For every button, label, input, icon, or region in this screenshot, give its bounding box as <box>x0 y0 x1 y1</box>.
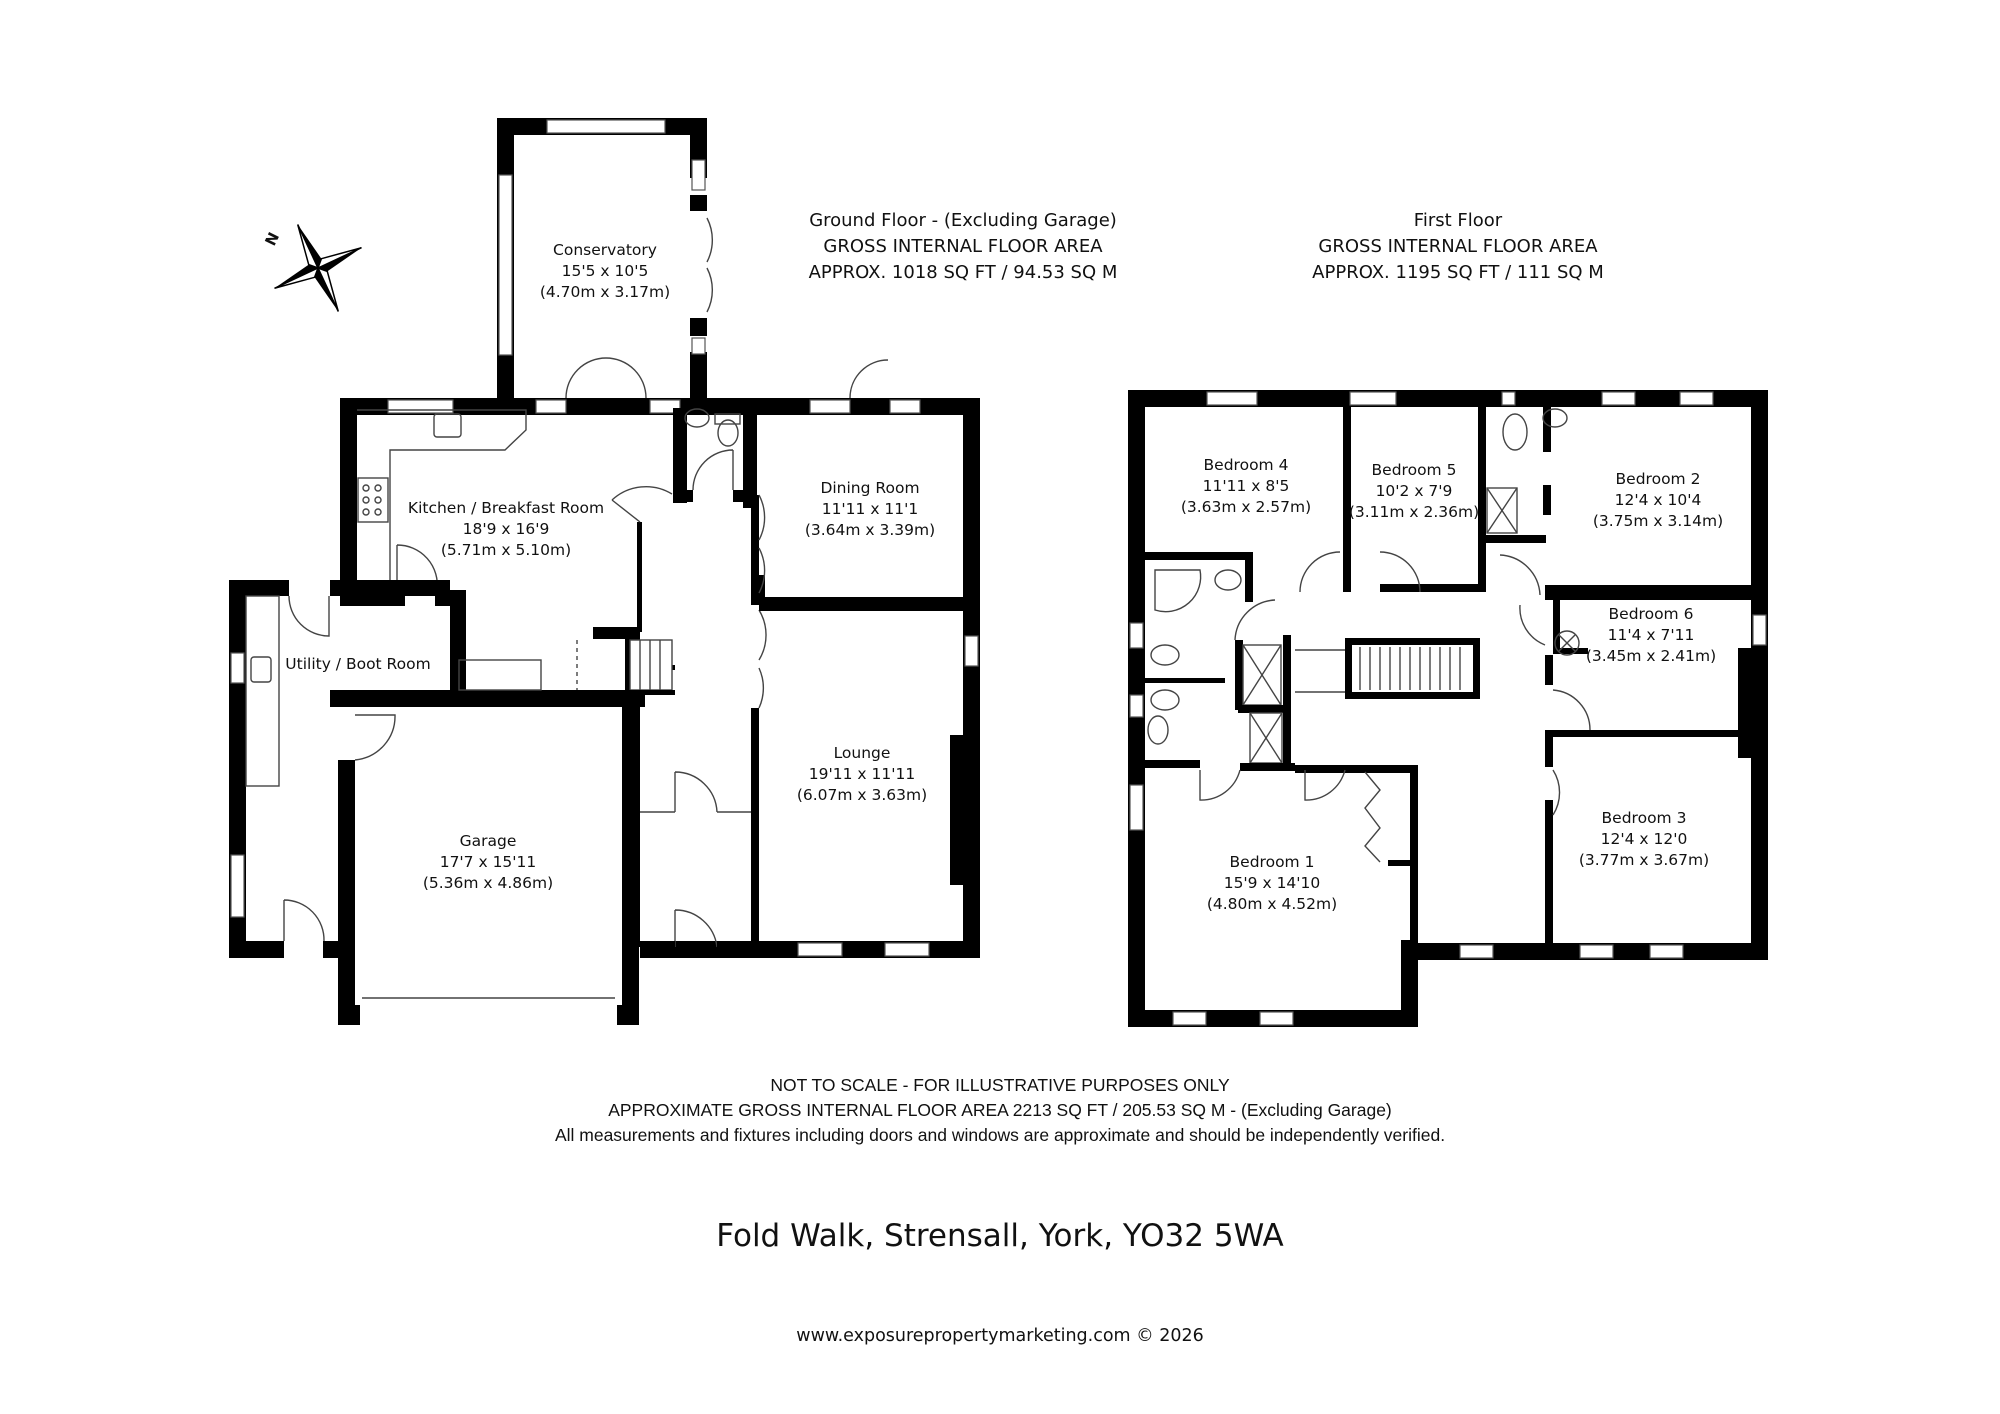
room-name: Garage <box>459 832 517 850</box>
room-garage: Garage 17'7 x 15'11 (5.36m x 4.86m) <box>423 831 553 894</box>
first-floor-area: APPROX. 1195 SQ FT / 111 SQ M <box>1312 262 1604 283</box>
room-size-imperial: 11'11 x 11'1 <box>821 500 919 518</box>
room-bedroom-5: Bedroom 5 10'2 x 7'9 (3.11m x 2.36m) <box>1349 460 1479 523</box>
room-utility-boot: Utility / Boot Room <box>285 654 430 675</box>
room-size-imperial: 11'11 x 8'5 <box>1202 477 1290 495</box>
room-name: Bedroom 3 <box>1601 809 1687 827</box>
room-size-imperial: 12'4 x 12'0 <box>1600 830 1688 848</box>
room-name: Conservatory <box>553 241 657 259</box>
room-size-metric: (3.11m x 2.36m) <box>1348 503 1480 521</box>
room-size-metric: (6.07m x 3.63m) <box>796 786 928 804</box>
first-floor-plan <box>1128 390 1768 1027</box>
room-kitchen-breakfast: Kitchen / Breakfast Room 18'9 x 16'9 (5.… <box>408 498 604 561</box>
room-bedroom-6: Bedroom 6 11'4 x 7'11 (3.45m x 2.41m) <box>1586 604 1716 667</box>
room-bedroom-3: Bedroom 3 12'4 x 12'0 (3.77m x 3.67m) <box>1579 808 1709 871</box>
first-floor-header: First Floor GROSS INTERNAL FLOOR AREA AP… <box>1312 208 1604 286</box>
room-conservatory: Conservatory 15'5 x 10'5 (4.70m x 3.17m) <box>540 240 670 303</box>
disclaimer-scale: NOT TO SCALE - FOR ILLUSTRATIVE PURPOSES… <box>770 1075 1230 1095</box>
room-name: Bedroom 4 <box>1203 456 1289 474</box>
disclaimer: NOT TO SCALE - FOR ILLUSTRATIVE PURPOSES… <box>555 1073 1445 1148</box>
room-name: Bedroom 1 <box>1229 853 1315 871</box>
ground-floor-subtitle: GROSS INTERNAL FLOOR AREA <box>823 236 1103 257</box>
room-size-metric: (3.75m x 3.14m) <box>1592 512 1724 530</box>
room-name: Kitchen / Breakfast Room <box>407 499 605 517</box>
room-name: Bedroom 6 <box>1608 605 1694 623</box>
website-credit: www.exposurepropertymarketing.com © 2026 <box>796 1326 1204 1346</box>
first-floor-title: First Floor <box>1413 210 1503 231</box>
room-bedroom-1: Bedroom 1 15'9 x 14'10 (4.80m x 4.52m) <box>1207 852 1337 915</box>
ground-floor-title: Ground Floor - (Excluding Garage) <box>809 210 1117 231</box>
compass-rose-icon <box>274 224 362 312</box>
room-size-imperial: 18'9 x 16'9 <box>462 520 550 538</box>
room-size-imperial: 17'7 x 15'11 <box>439 853 537 871</box>
room-size-imperial: 10'2 x 7'9 <box>1375 482 1453 500</box>
room-bedroom-2: Bedroom 2 12'4 x 10'4 (3.75m x 3.14m) <box>1593 469 1723 532</box>
room-size-metric: (3.64m x 3.39m) <box>804 521 936 539</box>
first-floor-subtitle: GROSS INTERNAL FLOOR AREA <box>1318 236 1598 257</box>
room-size-metric: (4.80m x 4.52m) <box>1206 895 1338 913</box>
room-size-imperial: 11'4 x 7'11 <box>1607 626 1695 644</box>
ground-floor-header: Ground Floor - (Excluding Garage) GROSS … <box>809 208 1118 286</box>
room-bedroom-4: Bedroom 4 11'11 x 8'5 (3.63m x 2.57m) <box>1181 455 1311 518</box>
room-size-metric: (4.70m x 3.17m) <box>539 283 671 301</box>
room-size-metric: (3.45m x 2.41m) <box>1585 647 1717 665</box>
disclaimer-verification: All measurements and fixtures including … <box>554 1125 1446 1145</box>
ground-floor-area: APPROX. 1018 SQ FT / 94.53 SQ M <box>808 262 1118 283</box>
room-size-imperial: 19'11 x 11'11 <box>808 765 916 783</box>
room-size-metric: (5.71m x 5.10m) <box>440 541 572 559</box>
room-name: Utility / Boot Room <box>285 655 431 673</box>
room-name: Bedroom 5 <box>1371 461 1457 479</box>
room-size-metric: (3.77m x 3.67m) <box>1578 851 1710 869</box>
room-size-metric: (3.63m x 2.57m) <box>1180 498 1312 516</box>
room-name: Bedroom 2 <box>1615 470 1701 488</box>
room-size-metric: (5.36m x 4.86m) <box>422 874 554 892</box>
room-name: Lounge <box>833 744 891 762</box>
room-size-imperial: 15'9 x 14'10 <box>1223 874 1321 892</box>
room-dining: Dining Room 11'11 x 11'1 (3.64m x 3.39m) <box>805 478 935 541</box>
property-address: Fold Walk, Strensall, York, YO32 5WA <box>716 1218 1284 1254</box>
disclaimer-total-area: APPROXIMATE GROSS INTERNAL FLOOR AREA 22… <box>608 1100 1392 1120</box>
ground-floor-plan <box>229 118 980 1025</box>
room-name: Dining Room <box>820 479 920 497</box>
room-size-imperial: 12'4 x 10'4 <box>1614 491 1702 509</box>
room-lounge: Lounge 19'11 x 11'11 (6.07m x 3.63m) <box>797 743 927 806</box>
room-size-imperial: 15'5 x 10'5 <box>561 262 649 280</box>
